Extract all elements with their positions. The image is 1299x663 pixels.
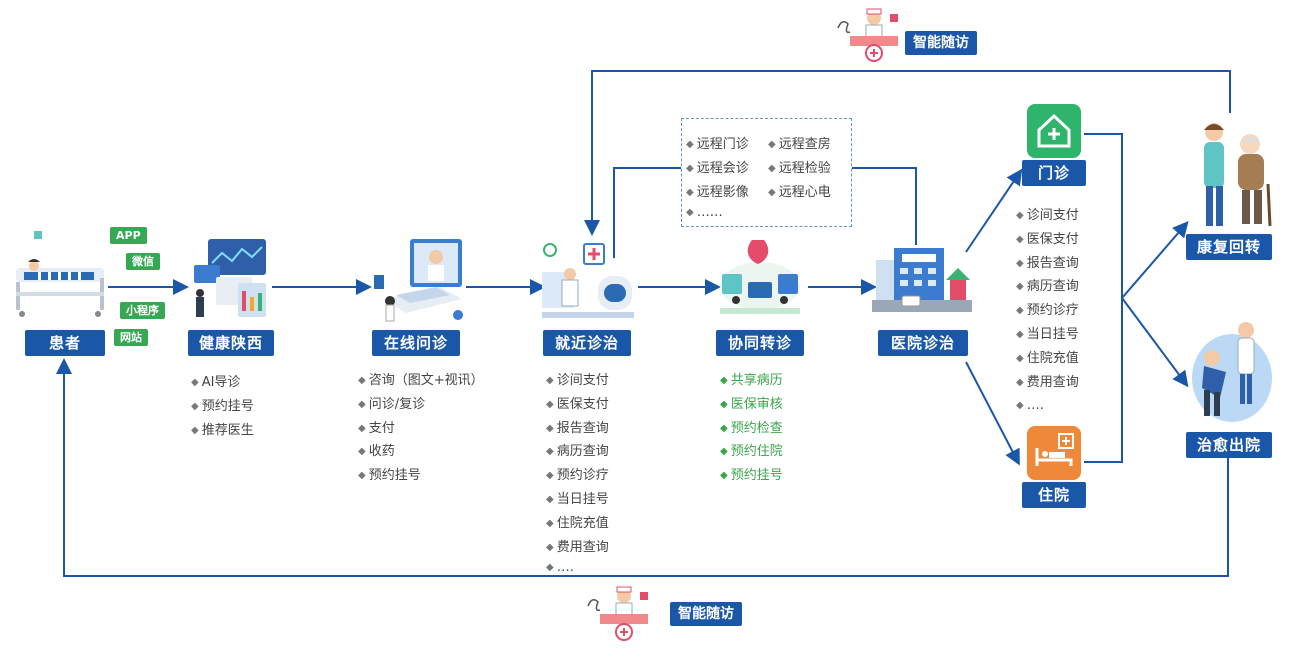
list-item: ◆远程门诊 xyxy=(686,137,749,152)
list-item: ◆推荐医生 xyxy=(191,422,254,438)
list-item: ◆病历查询 xyxy=(546,444,609,460)
channel-wechat: 微信 xyxy=(126,253,160,270)
list-item: ◆费用查询 xyxy=(546,539,609,555)
outpatient-items-list: ◆诊间支付 ◆医保支付 ◆报告查询 ◆病历查询 ◆预约诊疗 ◆当日挂号 ◆住院充… xyxy=(1016,205,1079,419)
collaboration-icon xyxy=(712,234,808,326)
list-item: ◆诊间支付 xyxy=(1016,208,1079,223)
caregiver-elder-icon xyxy=(1188,114,1278,232)
followup-label-top: 智能随访 xyxy=(905,31,977,55)
list-item: ◆医保审核 xyxy=(720,396,783,412)
stage-online: 在线问诊 xyxy=(372,330,460,356)
stage-patient: 患者 xyxy=(25,330,105,356)
top-feedback-line xyxy=(584,70,1231,236)
stage-health: 健康陕西 xyxy=(188,330,274,356)
list-item: ◆支付 xyxy=(358,420,395,436)
stage-outpatient: 门诊 xyxy=(1022,160,1086,186)
bottom-feedback-line xyxy=(56,358,1229,577)
list-item: ◆远程会诊 xyxy=(686,161,749,176)
remote-services-box: ◆远程门诊 ◆远程会诊 ◆远程影像 ◆远程查房 ◆远程检验 ◆远程心电 ◆…… xyxy=(681,118,852,227)
hospital-building-icon xyxy=(872,240,972,320)
list-item: ◆远程查房 xyxy=(768,137,831,152)
list-item: ◆预约诊疗 xyxy=(1016,303,1079,319)
list-item: ◆远程检验 xyxy=(768,161,831,176)
followup-label-bottom: 智能随访 xyxy=(670,602,742,626)
list-item: ◆共享病历 xyxy=(720,373,783,388)
channel-app: APP xyxy=(110,227,147,244)
arrow-hospital-inpatient xyxy=(965,361,1020,466)
list-item: ◆住院充值 xyxy=(1016,350,1079,366)
nurse-followup-icon xyxy=(836,6,902,64)
list-item: ◆当日挂号 xyxy=(1016,326,1079,342)
list-item: ◆病历查询 xyxy=(1016,279,1079,295)
stage-nearby: 就近诊治 xyxy=(543,330,631,356)
list-item: ◆咨询（图文+视讯） xyxy=(358,373,484,388)
right-bracket-line xyxy=(1084,133,1123,463)
list-item: ◆当日挂号 xyxy=(546,491,609,507)
clinic-doctor-icon xyxy=(540,236,636,326)
house-plus-icon xyxy=(1027,104,1081,158)
stage-hospital: 医院诊治 xyxy=(878,330,968,356)
channel-miniprogram: 小程序 xyxy=(120,302,165,319)
list-item: ◆医保支付 xyxy=(1016,231,1079,247)
nearby-items-list: ◆诊间支付 ◆医保支付 ◆报告查询 ◆病历查询 ◆预约诊疗 ◆当日挂号 ◆住院充… xyxy=(546,370,609,577)
online-items-list: ◆咨询（图文+视讯） ◆问诊/复诊 ◆支付 ◆收药 ◆预约挂号 xyxy=(358,370,484,489)
list-item: ◆预约挂号 xyxy=(191,398,254,414)
list-item: ◆医保支付 xyxy=(546,396,609,412)
collab-items-list: ◆共享病历 ◆医保审核 ◆预约检查 ◆预约住院 ◆预约挂号 xyxy=(720,370,783,489)
list-item: ◆住院充值 xyxy=(546,515,609,531)
doctor-patient-icon xyxy=(1186,318,1276,428)
list-item: ◆报告查询 xyxy=(1016,255,1079,271)
list-item: ◆远程影像 xyxy=(686,185,749,200)
list-item: ◆…. xyxy=(1016,398,1044,414)
list-item: ◆收药 xyxy=(358,444,395,460)
stage-discharge: 治愈出院 xyxy=(1186,432,1272,458)
list-item: ◆诊间支付 xyxy=(546,373,609,388)
bed-plus-icon xyxy=(1027,426,1081,480)
laptop-doctor-icon xyxy=(370,235,470,327)
list-item: ◆问诊/复诊 xyxy=(358,396,426,412)
hospital-bed-icon xyxy=(12,228,112,328)
list-item: ◆预约挂号 xyxy=(720,468,783,484)
arrow-hospital-outpatient xyxy=(965,168,1023,253)
stage-inpatient: 住院 xyxy=(1022,482,1086,508)
data-dashboard-icon xyxy=(188,235,274,327)
list-item: ◆…… xyxy=(686,205,723,220)
list-item: ◆费用查询 xyxy=(1016,374,1079,390)
list-item: ◆预约检查 xyxy=(720,420,783,436)
list-item: ◆…. xyxy=(546,560,574,576)
list-item: ◆预约挂号 xyxy=(358,468,421,484)
list-item: ◆远程心电 xyxy=(768,185,831,200)
stage-rehab: 康复回转 xyxy=(1186,234,1272,260)
health-items-list: ◆AI导诊 ◆预约挂号 ◆推荐医生 xyxy=(191,372,254,443)
stage-collab: 协同转诊 xyxy=(716,330,804,356)
nurse-followup-icon xyxy=(586,584,652,644)
list-item: ◆报告查询 xyxy=(546,420,609,436)
list-item: ◆AI导诊 xyxy=(191,375,241,390)
list-item: ◆预约诊疗 xyxy=(546,468,609,484)
arrow-to-rehab xyxy=(1121,220,1189,299)
list-item: ◆预约住院 xyxy=(720,444,783,460)
channel-website: 网站 xyxy=(114,329,148,346)
arrow-to-discharge xyxy=(1121,297,1189,388)
